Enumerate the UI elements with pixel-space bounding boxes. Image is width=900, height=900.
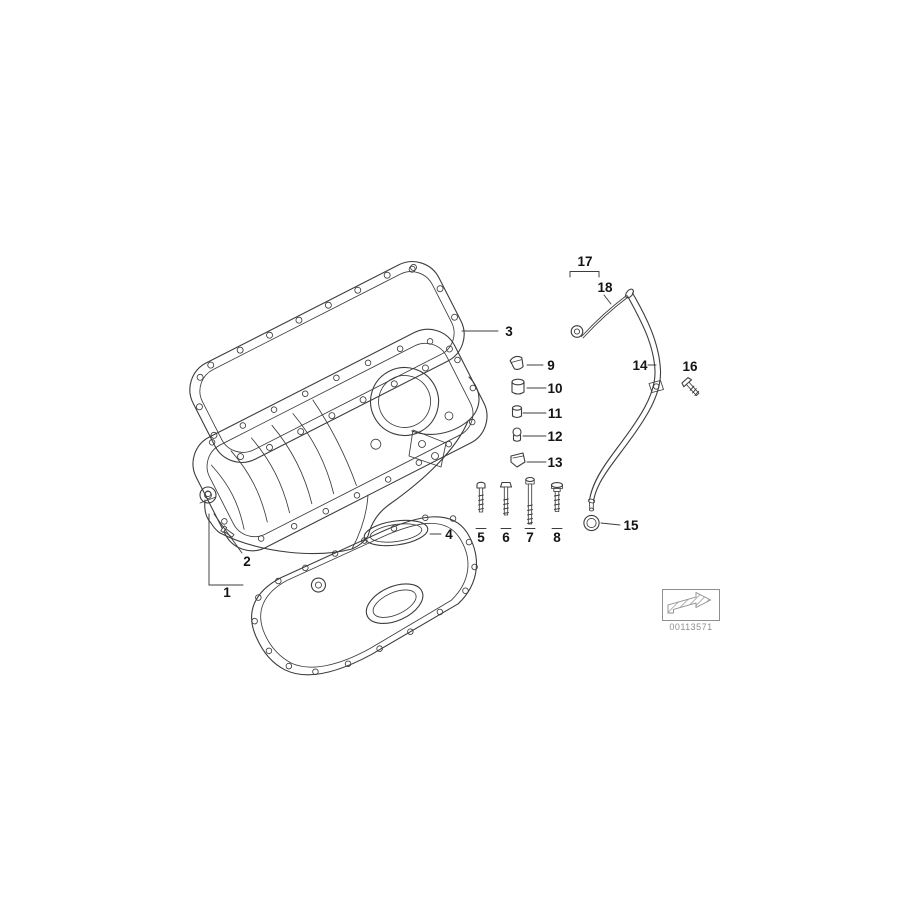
callout-labels: 1 2 3 4 5 6 7 8 9 10 11 12 13 14 15 16 1…: [223, 254, 698, 600]
callout-3: 3: [505, 324, 513, 339]
drain-plug-boss: [199, 486, 217, 504]
plug-12-drawing: [512, 427, 522, 442]
gasket-bolt-holes: [196, 264, 458, 460]
bracket-1: [208, 513, 244, 586]
callout-10: 10: [547, 381, 562, 396]
pan-flange-holes: [204, 338, 477, 542]
clip-13-drawing: [510, 452, 526, 468]
callout-9: 9: [547, 358, 555, 373]
oil-pan-gasket-drawing: [189, 261, 465, 463]
leader-15: [600, 522, 621, 526]
bolt-5-drawing: [476, 481, 486, 513]
tube-funnel: [625, 288, 634, 299]
callout-14: 14: [632, 358, 648, 373]
bolt-7-drawing: [525, 476, 535, 525]
lower-oil-pan-drawing: [251, 514, 478, 676]
sump-ribs: [210, 399, 357, 530]
stamp-arrow-icon: [667, 591, 712, 614]
callout-16: 16: [682, 359, 698, 374]
callout-12: 12: [547, 429, 562, 444]
plug-9-drawing: [509, 355, 524, 370]
callout-13: 13: [547, 455, 563, 470]
bolt-16-drawing: [681, 377, 700, 397]
callout-1: 1: [223, 585, 231, 600]
plug-10-drawing: [511, 378, 525, 395]
lower-pan-holes: [251, 514, 478, 675]
o-ring-15-drawing: [583, 514, 600, 532]
callout-18: 18: [597, 280, 613, 295]
bracket-17: [569, 271, 600, 278]
diagram-stamp: 00113571: [662, 589, 720, 632]
callout-15: 15: [623, 518, 639, 533]
callout-7: 7: [526, 530, 534, 545]
dipstick-drawing: [570, 295, 629, 339]
upper-oil-pan-drawing: [192, 328, 488, 555]
callout-17: 17: [577, 254, 592, 269]
dipstick-guide-tube-drawing: [587, 288, 664, 512]
screw-8-drawing: [550, 482, 564, 512]
tube-mount-tab: [648, 380, 664, 393]
seal-ring-drawing: [363, 519, 429, 547]
callout-11: 11: [548, 406, 563, 421]
pump-opening: [370, 366, 440, 437]
leader-2: [213, 513, 243, 554]
bolt-6-drawing: [499, 481, 513, 516]
pan-bracket: [408, 429, 447, 468]
callout-8: 8: [553, 530, 561, 545]
stamp-box: [662, 589, 720, 621]
plug-11-drawing: [511, 405, 523, 419]
lower-pan-opening: [365, 583, 424, 624]
callout-4: 4: [445, 527, 453, 542]
callout-6: 6: [502, 530, 510, 545]
dipstick-handle: [570, 325, 584, 338]
callout-2: 2: [243, 554, 251, 569]
leader-lines: [208, 271, 657, 586]
callout-5: 5: [477, 530, 485, 545]
leader-18: [603, 294, 612, 305]
stamp-code: 00113571: [669, 622, 712, 632]
